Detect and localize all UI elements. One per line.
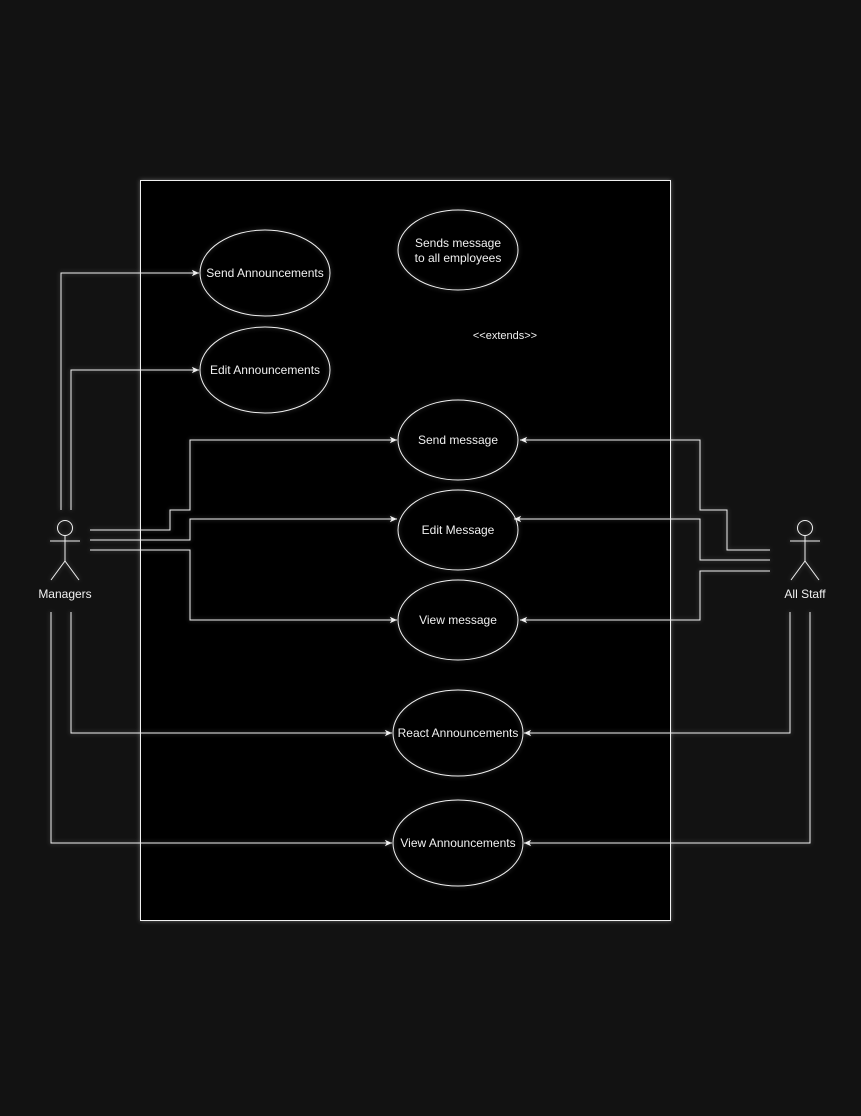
- connector-managers-view-announcements: [50, 612, 392, 847]
- connector-managers-edit-message: [90, 515, 397, 541]
- use-case-label: Send message: [418, 433, 498, 447]
- actor-label: Managers: [38, 587, 91, 601]
- stick-figure-icon: [50, 520, 80, 581]
- managers-connectors: [50, 269, 397, 847]
- extends-label: <<extends>>: [473, 330, 537, 342]
- use-case-label-line-2: to all employees: [415, 251, 502, 265]
- use-case-label: View Announcements: [400, 836, 515, 850]
- extends-relation: <<extends>>: [454, 292, 537, 400]
- use-case-label: Send Announcements: [206, 266, 323, 280]
- connector-managers-send-message: [90, 436, 397, 531]
- stick-figure-icon: [790, 520, 820, 581]
- use-case-send-announcements[interactable]: Send Announcements: [199, 229, 331, 317]
- use-case-label: View message: [419, 613, 497, 627]
- use-case-label: React Announcements: [398, 726, 519, 740]
- actor-managers[interactable]: Managers: [38, 520, 92, 602]
- connector-staff-react-announcements: [524, 612, 791, 737]
- use-case-sends-message-to-all-employees[interactable]: Sends message to all employees: [397, 209, 519, 291]
- use-case-view-announcements[interactable]: View Announcements: [392, 799, 524, 887]
- connector-managers-edit-announcements: [70, 366, 199, 510]
- use-case-label: Edit Message: [422, 523, 495, 537]
- system-boundary: [140, 180, 671, 921]
- use-case-view-message[interactable]: View message: [397, 579, 519, 661]
- connector-staff-send-message: [520, 436, 770, 551]
- actor-label: All Staff: [784, 587, 826, 601]
- all-staff-connectors: [514, 436, 811, 847]
- connector-staff-edit-message: [514, 515, 770, 561]
- use-case-edit-announcements[interactable]: Edit Announcements: [199, 326, 331, 414]
- connector-staff-view-announcements: [524, 612, 811, 847]
- connector-managers-view-message: [90, 549, 397, 624]
- actor-all-staff[interactable]: All Staff: [784, 520, 826, 602]
- use-case-label: Edit Announcements: [210, 363, 320, 377]
- connector-managers-send-announcements: [60, 269, 199, 510]
- connector-staff-view-message: [520, 570, 770, 624]
- use-case-react-announcements[interactable]: React Announcements: [392, 689, 524, 777]
- use-case-edit-message[interactable]: Edit Message: [397, 489, 519, 571]
- use-case-label-line-1: Sends message: [415, 236, 501, 250]
- connector-managers-react-announcements: [70, 612, 392, 737]
